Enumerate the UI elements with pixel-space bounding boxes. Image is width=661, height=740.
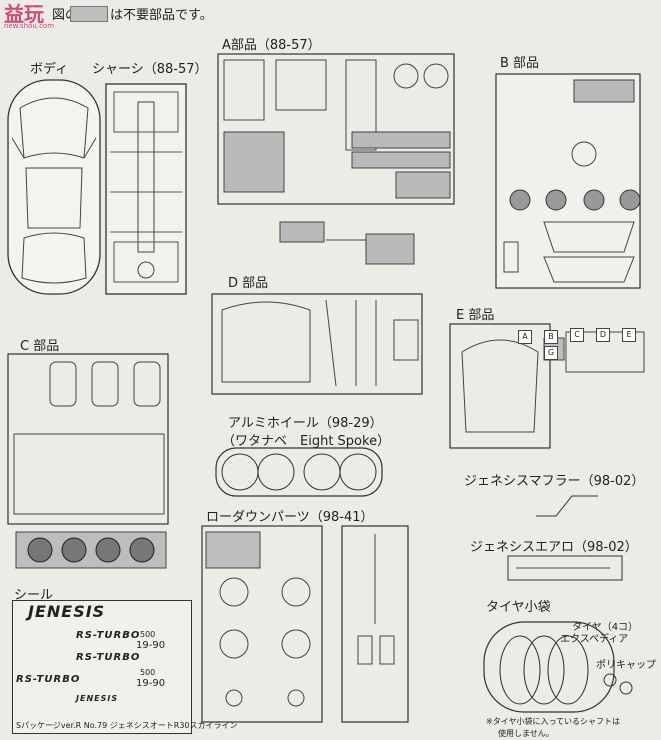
poly-cap-label: ポリキャップ bbox=[596, 660, 656, 671]
b-parts-sprue bbox=[495, 73, 641, 289]
tire-bag-note-2: 使用しません。 bbox=[498, 729, 554, 738]
label-a-parts: A部品（88-57） bbox=[222, 38, 321, 53]
unneeded-swatch bbox=[70, 6, 108, 22]
e-tag-d: D bbox=[596, 328, 610, 342]
tire-label: タイヤ（4コ） bbox=[572, 622, 639, 633]
label-seal: シール bbox=[14, 588, 54, 603]
seal-plate-1: 19-90 bbox=[136, 640, 166, 651]
label-muffler: ジェネシスマフラー（98-02） bbox=[464, 474, 645, 489]
muffler-sprue bbox=[536, 495, 598, 517]
label-lowdown: ローダウンパーツ（98-41） bbox=[206, 510, 374, 525]
tire-bag-note-1: ※タイヤ小袋に入っているシャフトは bbox=[486, 717, 621, 726]
seal-rs-turbo-2: RS-TURBO bbox=[76, 652, 141, 663]
label-wheels: アルミホイール（98-29） bbox=[228, 416, 383, 431]
watermark-url: new.shou.com bbox=[4, 22, 55, 30]
seal-jenesis-big: JENESIS bbox=[28, 602, 106, 621]
seal-plate-2: 19-90 bbox=[136, 678, 166, 689]
label-c-parts: C 部品 bbox=[20, 339, 60, 354]
a-parts-sprue bbox=[217, 53, 455, 265]
seal-jenesis-small: JENESIS bbox=[76, 694, 119, 703]
wheels-sprue bbox=[215, 447, 383, 497]
e-tag-c: C bbox=[570, 328, 584, 342]
header-note: は不要部品です。 bbox=[110, 8, 213, 23]
label-b-parts: B 部品 bbox=[500, 56, 540, 71]
label-wheels-sub: （ワタナベ Eight Spoke） bbox=[222, 434, 391, 449]
label-aero: ジェネシスエアロ（98-02） bbox=[470, 540, 638, 555]
d-parts-sprue bbox=[211, 293, 423, 395]
label-d-parts: D 部品 bbox=[228, 276, 269, 291]
seal-plate-2-top: 500 bbox=[140, 668, 156, 677]
e-tag-b: B bbox=[544, 330, 558, 344]
e-tag-a: A bbox=[518, 330, 532, 344]
lowdown-sprue bbox=[201, 525, 409, 723]
body-drawing bbox=[7, 79, 101, 295]
label-tire-bag: タイヤ小袋 bbox=[486, 600, 551, 615]
e-tag-g: G bbox=[544, 346, 558, 360]
watermark-logo: 益玩 bbox=[4, 2, 44, 26]
seal-rs-turbo-3: RS-TURBO bbox=[16, 674, 81, 685]
seal-rs-turbo-1: RS-TURBO bbox=[76, 630, 141, 641]
label-e-parts: E 部品 bbox=[456, 308, 495, 323]
seal-sheet bbox=[12, 600, 192, 734]
aero-sprue bbox=[507, 555, 623, 581]
seal-plate-1-top: 500 bbox=[140, 630, 156, 639]
label-body: ボディ bbox=[30, 62, 69, 77]
seal-footer: Sパッケージver.R No.79 ジェネシスオートR30スカイライン bbox=[16, 721, 238, 730]
c-parts-sprue bbox=[7, 353, 169, 569]
tire-brand: エクスペディア bbox=[560, 634, 629, 645]
tire-bag-drawing bbox=[483, 621, 633, 713]
label-chassis: シャーシ（88-57） bbox=[92, 62, 208, 77]
chassis-drawing bbox=[105, 83, 187, 295]
e-tag-e: E bbox=[622, 328, 636, 342]
